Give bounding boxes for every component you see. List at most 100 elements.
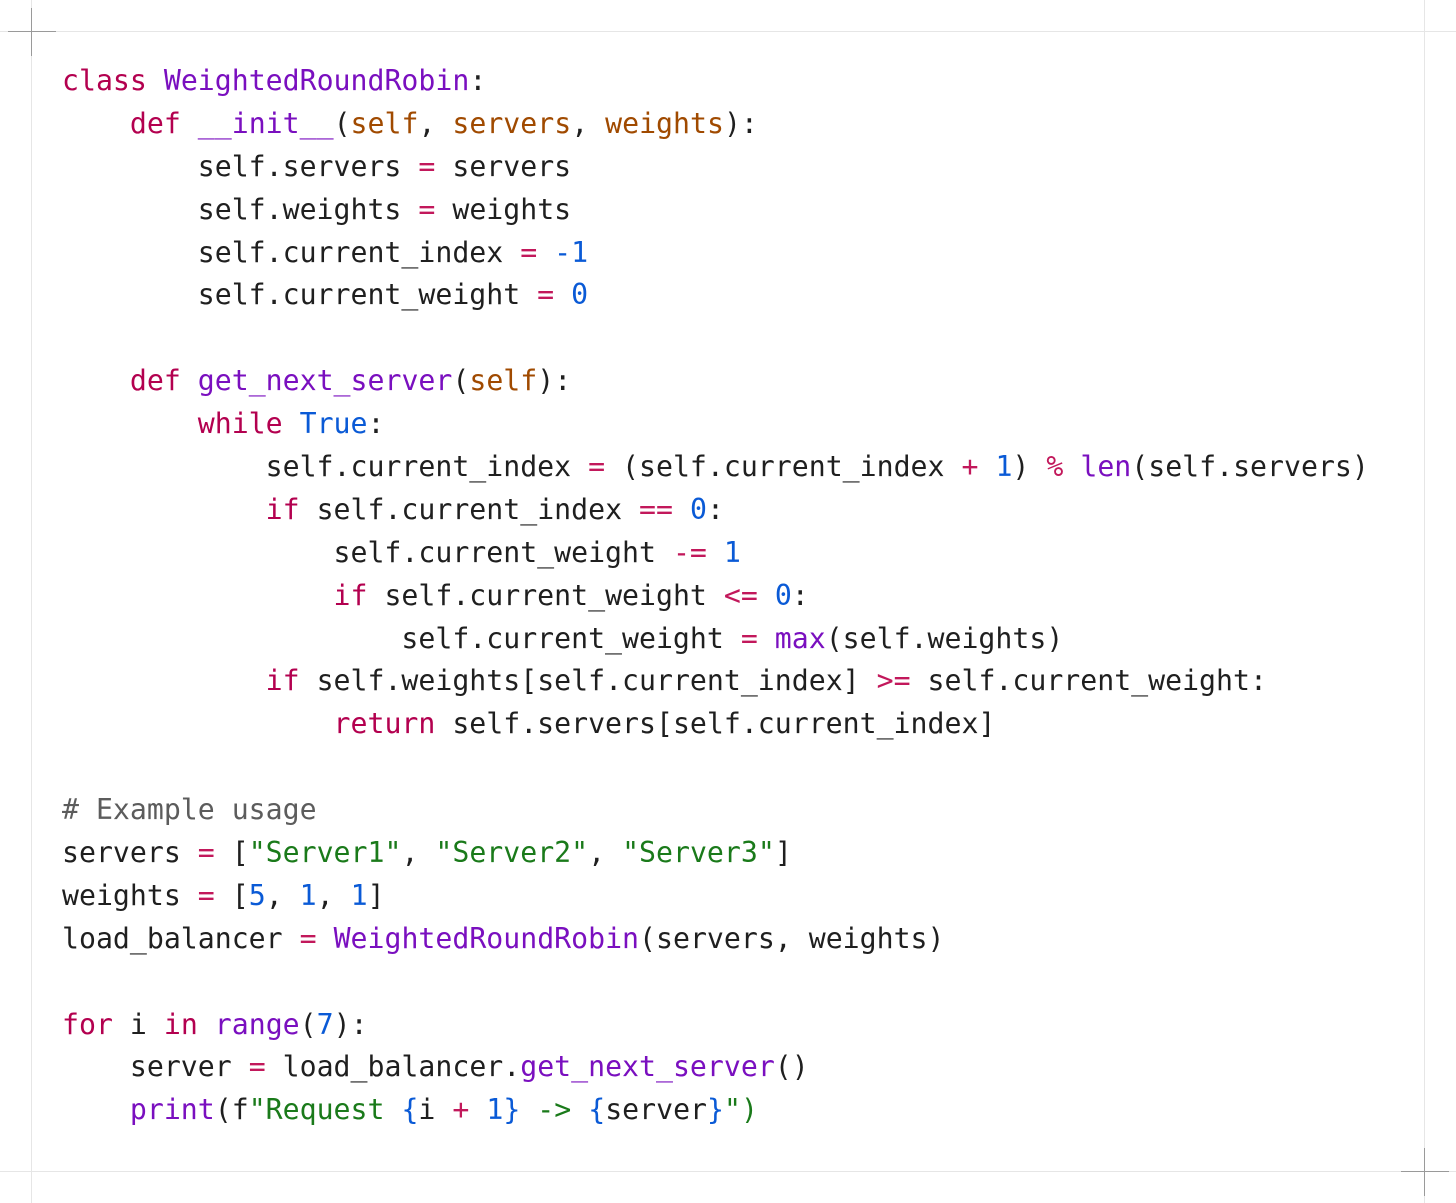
code-token: self.current_weight [367, 578, 724, 612]
code-token: , [588, 836, 623, 870]
code-line: self.weights = weights [62, 189, 1369, 232]
code-line: # Example usage [62, 789, 1369, 832]
code-token: self.current_weight [62, 278, 538, 312]
code-token: ): [537, 364, 572, 398]
code-token: self.current_weight: [910, 664, 1267, 698]
code-token: , [401, 836, 436, 870]
code-token: ( [299, 1007, 317, 1041]
code-block[interactable]: class WeightedRoundRobin: def __init__(s… [62, 60, 1369, 1132]
code-token [62, 364, 130, 397]
code-line: return self.servers[self.current_index] [62, 703, 1369, 746]
code-token: WeightedRoundRobin [163, 64, 470, 97]
code-token: max [774, 621, 826, 655]
corner-crosshair-top-left [8, 8, 56, 56]
code-token: = [537, 278, 555, 312]
code-token: # Example usage [62, 793, 317, 827]
code-token: "Request [248, 1093, 402, 1127]
code-token: = [248, 1050, 266, 1084]
code-line: class WeightedRoundRobin: [62, 60, 1369, 103]
code-token: + [452, 1093, 470, 1127]
code-line: while True: [62, 403, 1369, 446]
code-token: : [791, 578, 809, 612]
code-token: def [129, 106, 181, 140]
frame-left-line [31, 0, 32, 1203]
code-token: 0 [774, 578, 792, 612]
code-token: return [333, 707, 436, 741]
frame-right-line [1424, 0, 1425, 1203]
code-token: % [1046, 450, 1064, 484]
code-token: -> [520, 1093, 589, 1127]
code-token: self [350, 106, 419, 140]
frame-bottom-line [0, 1171, 1456, 1172]
code-token: 0 [571, 278, 589, 312]
code-token [62, 493, 266, 526]
code-token: self.servers[self.current_index] [435, 707, 996, 741]
code-token: } [707, 1093, 724, 1127]
code-token [537, 236, 554, 269]
code-token: __init__ [197, 106, 334, 140]
code-token: , [571, 106, 606, 140]
code-token: "Server2" [435, 836, 589, 870]
code-line: if self.current_weight <= 0: [62, 575, 1369, 618]
code-token: : [706, 492, 724, 526]
code-token: : [367, 407, 385, 441]
code-token: get_next_server [520, 1050, 775, 1084]
code-token: 5 [248, 878, 266, 912]
code-token: = [299, 921, 317, 955]
code-token: load_balancer. [265, 1050, 521, 1084]
code-token: self.current_weight [62, 535, 673, 569]
code-token: server [62, 1050, 249, 1084]
code-token: 1 [350, 878, 368, 912]
code-token [317, 922, 334, 955]
code-token: + [961, 450, 979, 484]
code-token: for [62, 1007, 113, 1041]
code-token: self.servers [62, 149, 419, 183]
code-token: self.weights[self.current_index] [299, 664, 877, 698]
code-token: (self.current_index [605, 450, 962, 484]
code-token: if [265, 492, 300, 526]
code-token: len [1080, 450, 1132, 484]
code-token: True [299, 407, 368, 441]
code-token: "Server1" [248, 836, 402, 870]
code-token: = [197, 836, 215, 870]
code-line: self.current_weight = max(self.weights) [62, 618, 1369, 661]
code-token: load_balancer [62, 921, 300, 955]
code-token [198, 1008, 215, 1041]
code-line: def get_next_server(self): [62, 360, 1369, 403]
code-token: , [316, 878, 351, 912]
code-token: weights [62, 878, 198, 912]
code-token: self.current_weight [62, 621, 741, 655]
code-token: servers [62, 836, 198, 870]
code-token: (self.servers) [1131, 450, 1369, 484]
code-line [62, 746, 1369, 789]
code-token: weights [435, 192, 572, 226]
code-token: 7 [316, 1007, 334, 1041]
code-token: i [112, 1007, 164, 1041]
code-token: = [418, 192, 436, 226]
code-token: } [503, 1093, 521, 1127]
code-token: = [197, 878, 215, 912]
code-token: = [418, 149, 436, 183]
code-token: >= [876, 664, 911, 698]
code-token: self [469, 364, 538, 398]
code-token: ): [723, 106, 758, 140]
code-token: get_next_server [197, 364, 453, 398]
code-token: == [639, 492, 673, 526]
code-token: servers [452, 106, 572, 140]
code-token: , [418, 106, 453, 140]
code-token: ( [333, 106, 351, 140]
code-token: class [62, 64, 147, 97]
code-token [673, 493, 690, 526]
code-token: = [740, 621, 758, 655]
code-token [62, 664, 266, 697]
code-token: <= [723, 578, 758, 612]
code-line: if self.weights[self.current_index] >= s… [62, 660, 1369, 703]
code-line: load_balancer = WeightedRoundRobin(serve… [62, 918, 1369, 961]
code-line: servers = ["Server1", "Server2", "Server… [62, 832, 1369, 875]
code-line: self.servers = servers [62, 146, 1369, 189]
code-token: self.weights [62, 192, 419, 226]
code-token: def [129, 364, 181, 398]
code-token: { [401, 1093, 419, 1127]
code-token: if [265, 664, 300, 698]
code-token [554, 278, 571, 311]
